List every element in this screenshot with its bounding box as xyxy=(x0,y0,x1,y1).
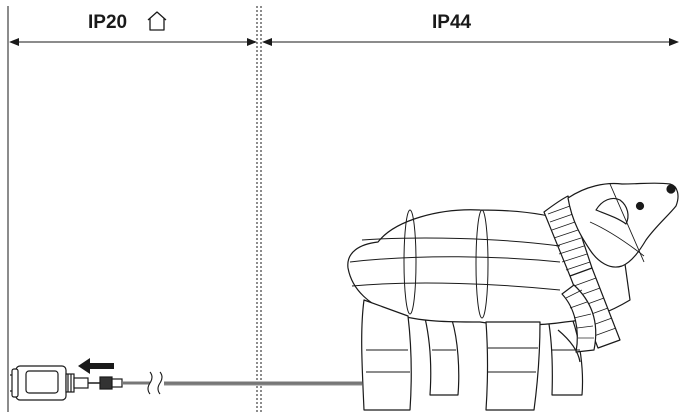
bear-nose xyxy=(666,184,676,194)
left-arrow-icon xyxy=(78,358,114,374)
house-icon xyxy=(147,11,167,31)
bear-scarf xyxy=(543,195,621,353)
bear-head xyxy=(567,182,679,268)
ip44-label: IP44 xyxy=(432,12,472,33)
bear-mid-leg xyxy=(485,321,541,411)
bear-frame-lines xyxy=(349,209,580,373)
power-adapter xyxy=(10,365,123,401)
bear-far-hind-leg xyxy=(424,317,460,396)
ip20-label: IP20 xyxy=(88,12,128,33)
polar-bear xyxy=(347,182,679,411)
bear-near-hind-leg xyxy=(361,299,412,411)
wavy-break-icon xyxy=(147,371,163,395)
bear-eye xyxy=(635,201,645,211)
cable xyxy=(122,381,362,386)
